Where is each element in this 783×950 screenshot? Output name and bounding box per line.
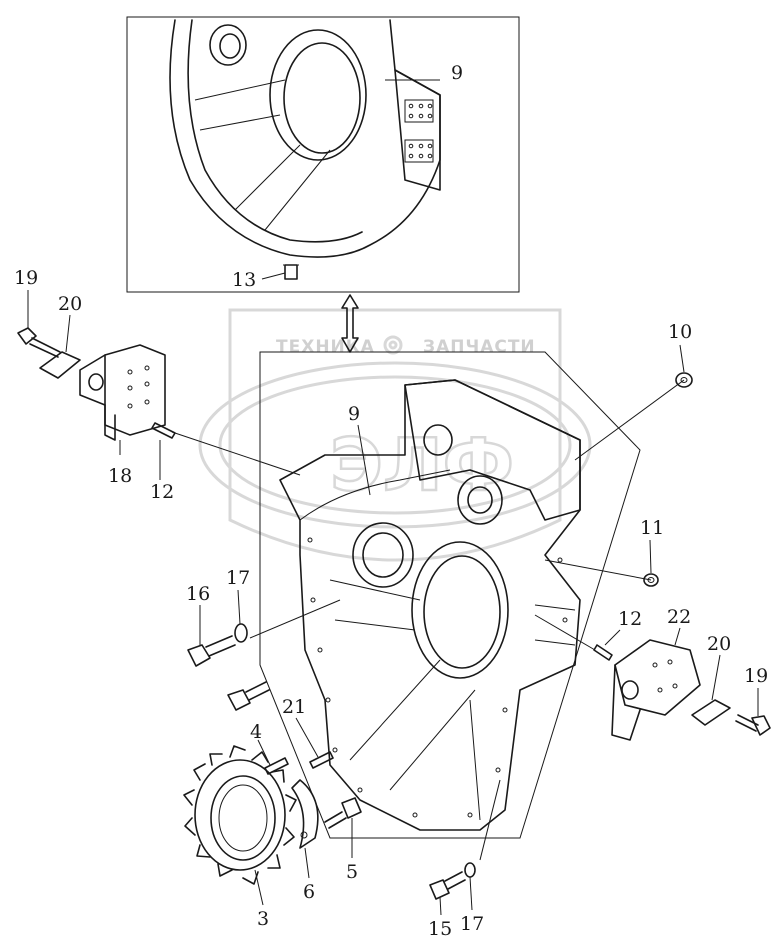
callout-9-main: 9 [348, 403, 360, 425]
callout-15: 15 [428, 918, 452, 940]
watermark-right-text: ЗАПЧАСТИ [423, 337, 536, 357]
timing-gear-housing [259, 351, 641, 839]
callout-labels: 9 13 19 20 18 12 9 10 11 12 22 20 19 16 … [14, 62, 768, 940]
washer-11 [643, 573, 659, 587]
bracket-18 [79, 344, 166, 441]
callout-20-right: 20 [707, 633, 731, 655]
callout-4: 4 [250, 721, 262, 743]
callout-10: 10 [668, 321, 692, 343]
washer-20-right [691, 699, 731, 726]
bolt-16 [187, 635, 236, 667]
callout-19-right: 19 [744, 665, 768, 687]
screw-13 [283, 264, 299, 280]
inset-flywheel-housing [126, 16, 520, 293]
pin-21 [309, 751, 334, 769]
bolt-lower-left [227, 681, 270, 711]
washer-17-left [234, 623, 248, 643]
callout-20-left: 20 [58, 293, 82, 315]
bolt-15 [429, 871, 466, 900]
callout-16: 16 [186, 583, 210, 605]
washer-17-bottom [464, 862, 476, 878]
leader-lines [27, 79, 759, 916]
bolt-19-right [735, 714, 771, 736]
pin-12-right [593, 644, 613, 661]
bolt-19-left [17, 327, 61, 358]
callout-18: 18 [108, 465, 132, 487]
callout-17-bottom: 17 [460, 913, 484, 935]
bolt-5 [324, 797, 362, 829]
callout-12-right: 12 [618, 608, 642, 630]
callout-5: 5 [346, 861, 358, 883]
callout-17-left: 17 [226, 567, 250, 589]
callout-13: 13 [232, 269, 256, 291]
pin-12-left [151, 422, 176, 439]
watermark-logo: ТЕХНИКА ЗАПЧАСТИ ЭЛФ [198, 308, 592, 562]
watermark-logo-letters: ЭЛФ [330, 423, 514, 507]
callout-11: 11 [640, 517, 664, 539]
gear-icon [383, 335, 403, 355]
callout-6: 6 [303, 881, 315, 903]
callout-22: 22 [667, 606, 691, 628]
gear-3 [183, 745, 297, 885]
plate-6 [291, 779, 319, 849]
callout-9-inset: 9 [451, 62, 463, 84]
washer-10 [675, 372, 693, 388]
callout-19-left: 19 [14, 267, 38, 289]
bracket-22 [611, 639, 701, 741]
inset-frame [126, 16, 520, 293]
callout-21: 21 [282, 696, 306, 718]
washer-20-left [39, 351, 81, 379]
watermark-left-text: ТЕХНИКА [276, 337, 375, 357]
callout-12-left: 12 [150, 481, 174, 503]
callout-3: 3 [257, 908, 269, 930]
